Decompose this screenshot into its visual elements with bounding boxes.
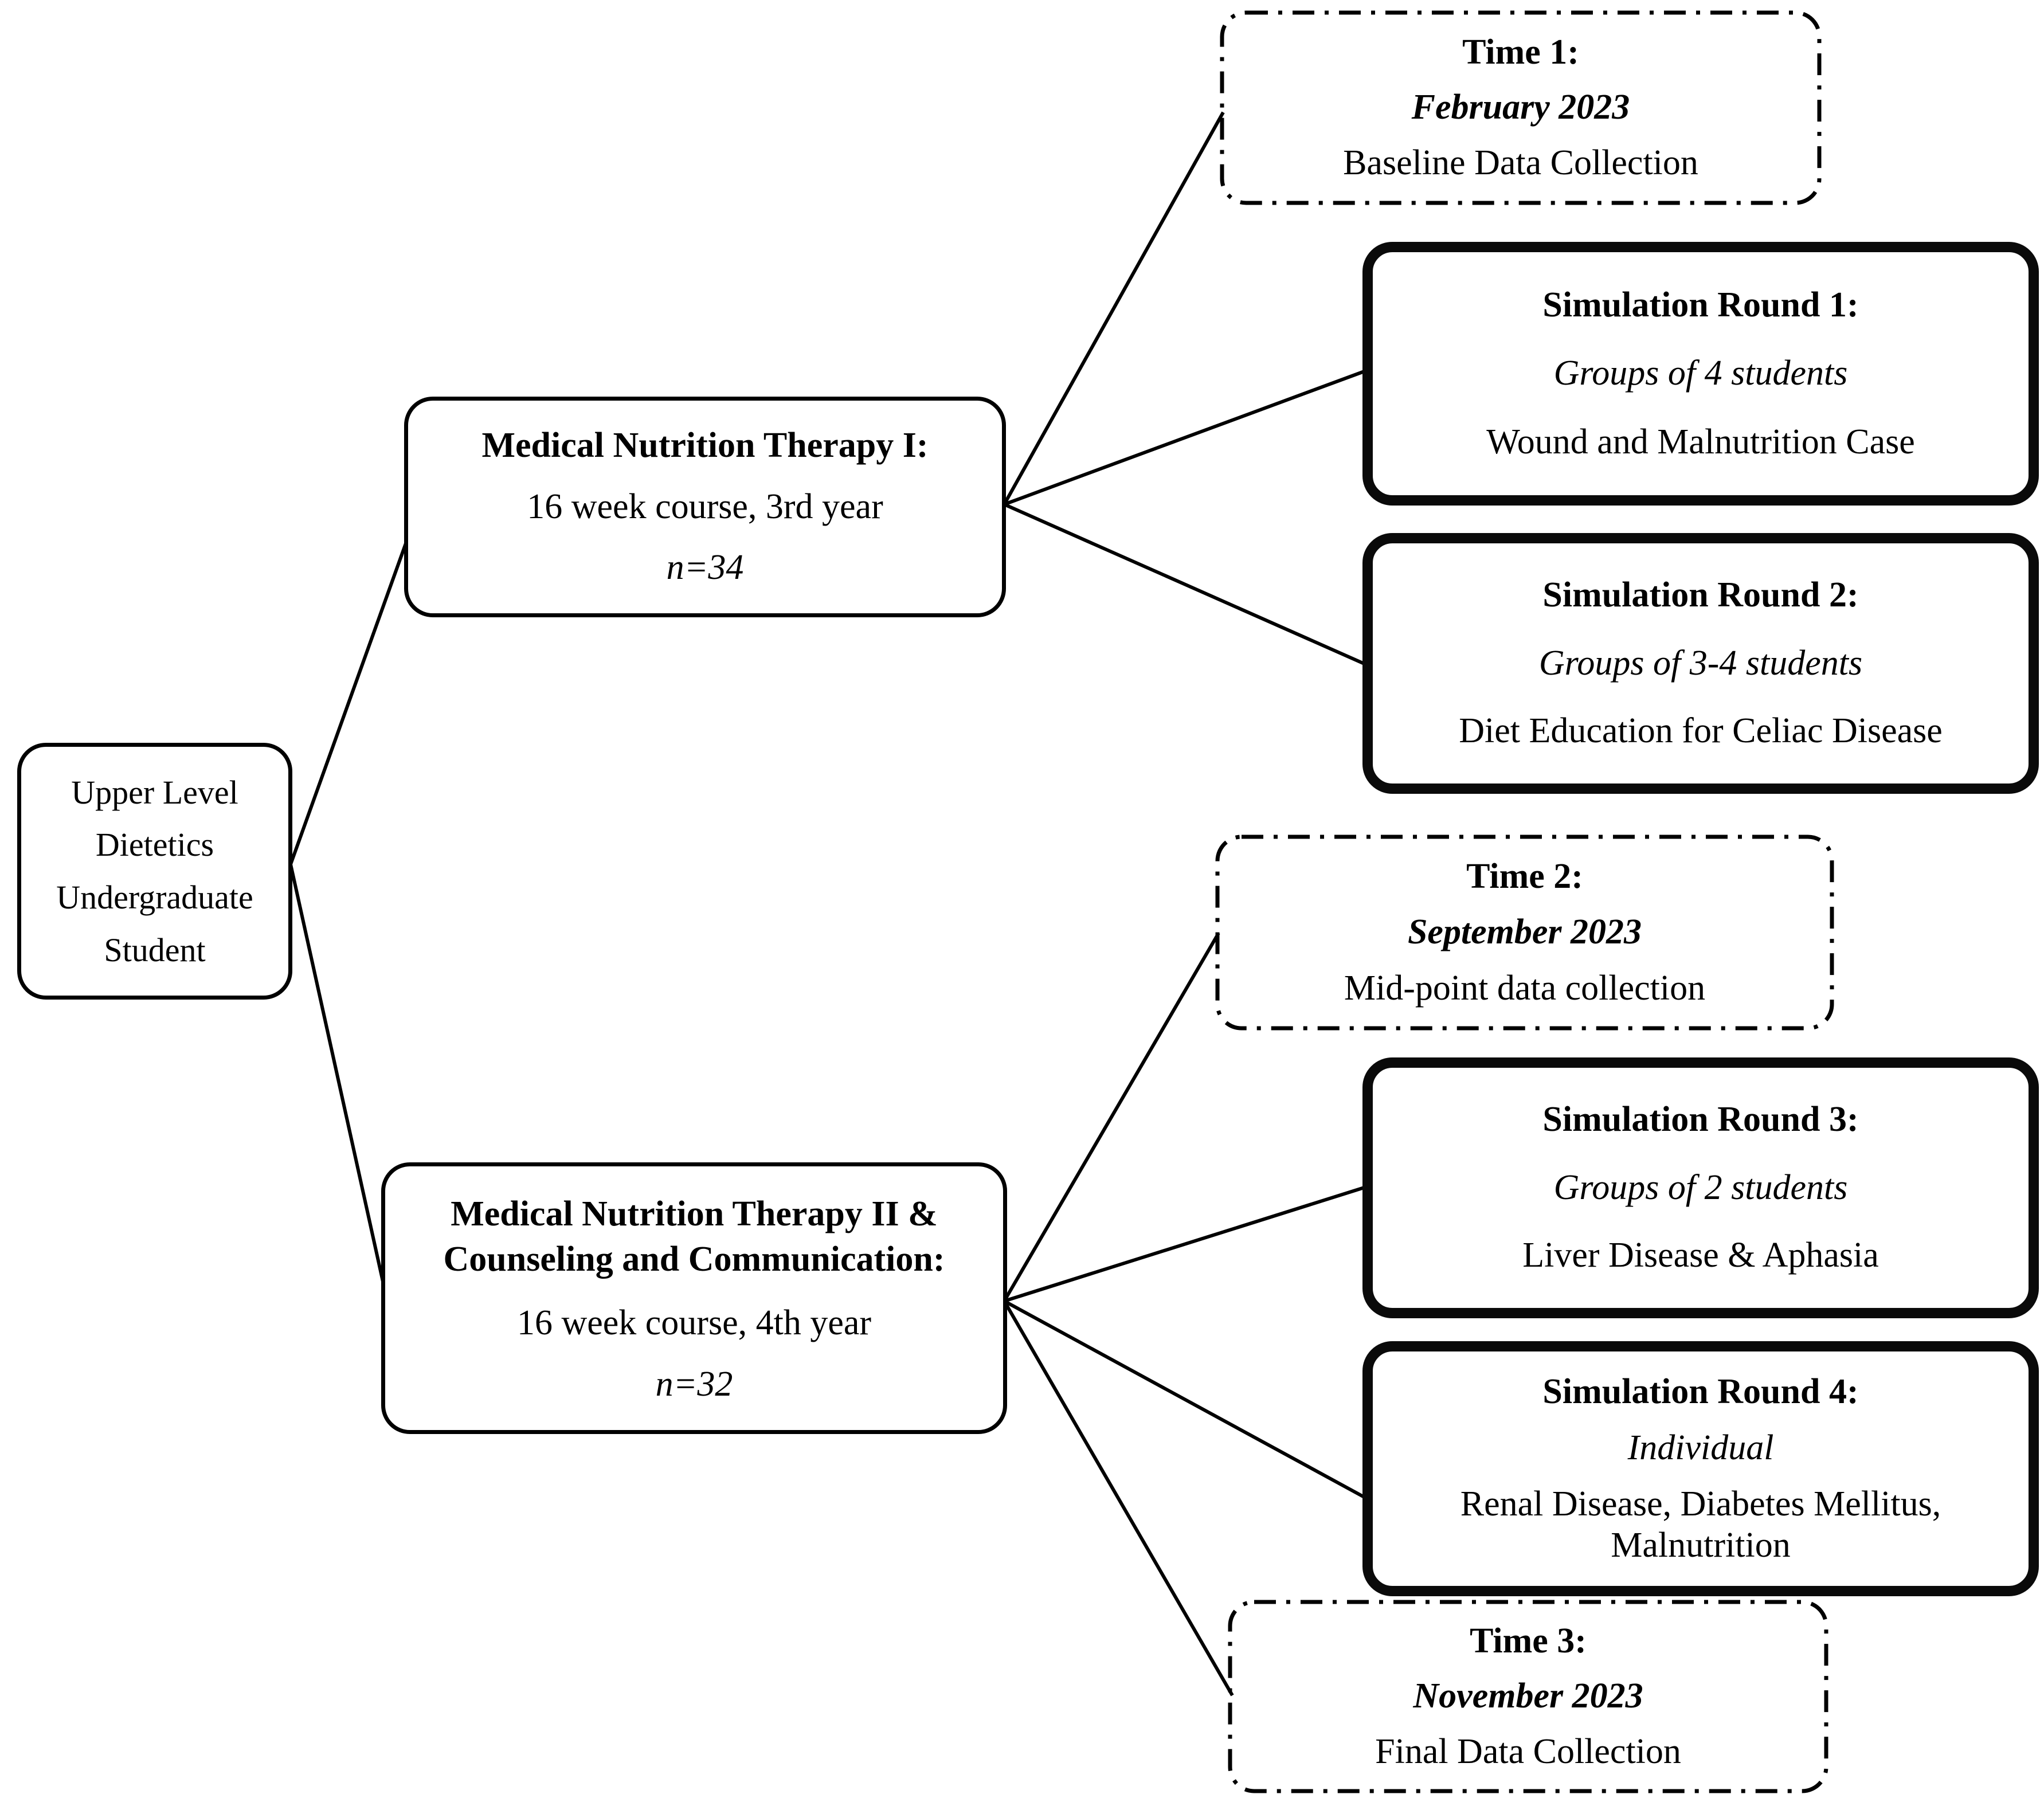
mnt2-enrollment: n=32	[655, 1365, 733, 1404]
time1-date: February 2023	[1411, 88, 1630, 127]
time2-title: Time 2:	[1466, 857, 1583, 896]
node-sim4: Simulation Round 4: Individual Renal Dis…	[1362, 1341, 2039, 1596]
time2-date: September 2023	[1407, 912, 1642, 952]
node-time2: Time 2: September 2023 Mid-point data co…	[1217, 837, 1832, 1028]
node-course-mnt2: Medical Nutrition Therapy II & Counselin…	[381, 1162, 1007, 1434]
node-sim2: Simulation Round 2: Groups of 3-4 studen…	[1362, 533, 2039, 794]
node-time3: Time 3: November 2023 Final Data Collect…	[1230, 1602, 1826, 1791]
time2-dashdot-frame	[1215, 835, 1834, 1031]
sim1-case: Wound and Malnutrition Case	[1486, 422, 1915, 462]
time3-title: Time 3:	[1470, 1621, 1587, 1661]
edge-mnt1-sim1	[1003, 370, 1365, 506]
node-time1: Time 1: February 2023 Baseline Data Coll…	[1222, 13, 1819, 203]
sim1-grouping: Groups of 4 students	[1553, 354, 1848, 393]
time1-description: Baseline Data Collection	[1343, 143, 1698, 183]
mnt1-enrollment: n=34	[666, 548, 744, 587]
sim4-case: Renal Disease, Diabetes Mellitus, Malnut…	[1460, 1484, 1941, 1565]
student-label: Upper Level Dietetics Undergraduate Stud…	[56, 766, 253, 977]
time1-title: Time 1:	[1462, 32, 1579, 72]
edge-student-mnt2	[289, 864, 386, 1287]
node-course-mnt1: Medical Nutrition Therapy I: 16 week cou…	[404, 397, 1006, 617]
sim2-case: Diet Education for Celiac Disease	[1459, 711, 1943, 751]
time1-dashdot-frame	[1220, 10, 1822, 205]
edge-student-mnt1	[289, 542, 408, 865]
mnt2-title: Medical Nutrition Therapy II & Counselin…	[443, 1192, 945, 1283]
node-sim3: Simulation Round 3: Groups of 2 students…	[1362, 1057, 2039, 1318]
sim3-grouping: Groups of 2 students	[1553, 1168, 1848, 1207]
sim3-title: Simulation Round 3:	[1542, 1100, 1859, 1139]
time3-description: Final Data Collection	[1375, 1731, 1681, 1771]
node-sim1: Simulation Round 1: Groups of 4 students…	[1362, 242, 2039, 506]
node-student: Upper Level Dietetics Undergraduate Stud…	[17, 743, 292, 1000]
time2-description: Mid-point data collection	[1344, 968, 1706, 1008]
edge-mnt2-time3	[1003, 1300, 1234, 1697]
sim3-case: Liver Disease & Aphasia	[1522, 1236, 1879, 1275]
sim1-title: Simulation Round 1:	[1542, 285, 1859, 324]
edge-mnt1-sim2	[1003, 503, 1365, 665]
sim2-title: Simulation Round 2:	[1542, 575, 1859, 615]
edge-mnt2-sim4	[1003, 1299, 1365, 1499]
mnt1-title: Medical Nutrition Therapy I:	[481, 426, 929, 465]
time3-date: November 2023	[1413, 1676, 1643, 1716]
edge-mnt2-sim3	[1004, 1186, 1365, 1303]
mnt1-detail: 16 week course, 3rd year	[527, 487, 883, 526]
mnt2-detail: 16 week course, 4th year	[516, 1303, 872, 1343]
sim2-grouping: Groups of 3-4 students	[1538, 643, 1863, 683]
edge-mnt1-time1	[1003, 111, 1225, 506]
student-line-2: Dietetics	[95, 826, 214, 864]
mnt2-title-line-2: Counseling and Communication:	[443, 1240, 945, 1279]
student-line-3: Undergraduate	[56, 879, 253, 916]
student-line-4: Student	[104, 931, 206, 969]
sim4-title: Simulation Round 4:	[1542, 1372, 1859, 1411]
student-line-1: Upper Level	[71, 773, 238, 811]
edge-mnt2-time2	[1003, 932, 1220, 1302]
mnt2-title-line-1: Medical Nutrition Therapy II &	[451, 1194, 938, 1233]
time3-dashdot-frame	[1228, 1600, 1828, 1793]
sim4-grouping: Individual	[1627, 1428, 1774, 1468]
